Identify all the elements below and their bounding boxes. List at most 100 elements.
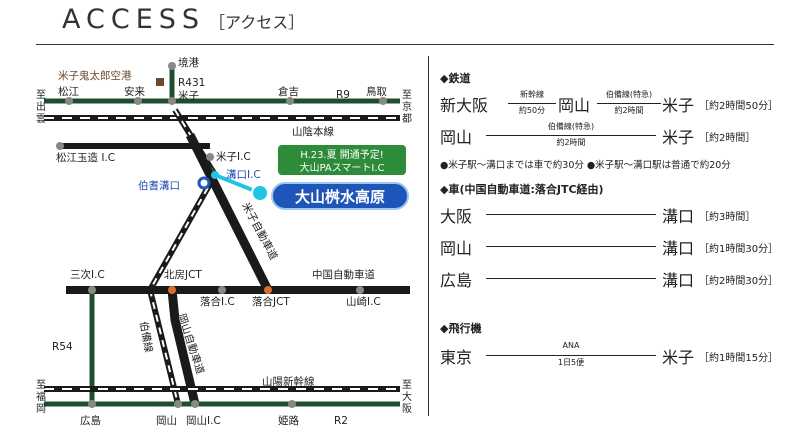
label-yasugi: 安来 <box>124 85 145 98</box>
rail2-bottom: 約2時間 <box>556 138 586 147</box>
car1-to: 溝口 <box>662 207 695 226</box>
label-okayama-ic: 岡山I.C <box>186 415 221 427</box>
car3-time: ［約2時間30分］ <box>699 276 779 287</box>
label-yonago-ic: 米子I.C <box>216 150 251 163</box>
label-hoki-mizoguchi: 伯耆溝口 <box>138 179 180 192</box>
label-kurayoshi: 倉吉 <box>278 85 299 98</box>
car3-from: 広島 <box>440 271 473 290</box>
label-ochiai-jct: 落合JCT <box>252 295 290 308</box>
yamasaki-node <box>356 286 364 294</box>
rail-heading: ◆鉄道 <box>440 72 471 85</box>
destination-box <box>271 182 409 210</box>
car2-from: 岡山 <box>440 239 473 258</box>
okayama-expressway <box>167 289 200 406</box>
rail1-total: ［約2時間50分］ <box>699 101 779 112</box>
label-hakubi-line: 伯備線 <box>137 320 155 354</box>
label-matsue-tamatsukuri: 松江玉造 I.C <box>56 151 115 164</box>
tottori-node <box>379 97 387 105</box>
sakaiminato-node <box>168 62 176 70</box>
car-heading: ◆車(中国自動車道:落合JTC経由) <box>440 183 604 196</box>
car1-line <box>486 214 656 215</box>
rail-route-2: 岡山 伯備線(特急) 約2時間 米子 ［約2時間］ <box>440 122 785 147</box>
kitafusa-node <box>168 286 176 294</box>
label-sanin-line: 山陰本線 <box>292 125 334 138</box>
yonago-node <box>168 97 176 105</box>
destination-label: 大山桝水高原 <box>295 188 385 206</box>
edge-right-top-1: 至 <box>402 89 412 101</box>
matsue-tamatsukuri-node <box>56 142 64 150</box>
label-okayama: 岡山 <box>156 415 177 427</box>
rail2-line <box>486 135 656 136</box>
edge-right-bottom-2: 大 <box>402 390 412 403</box>
edge-right-top-3: 都 <box>402 113 412 125</box>
car-route-osaka: 大阪 溝口 ［約3時間］ <box>440 201 785 226</box>
car3-line <box>486 278 656 279</box>
car2-time: ［約1時間30分］ <box>699 244 779 255</box>
car-route-hiroshima: 広島 溝口 ［約2時間30分］ <box>440 265 785 290</box>
label-ochiai-ic: 落合I.C <box>200 295 235 308</box>
rail1-via: 岡山 <box>558 96 591 115</box>
edge-right-top-2: 京 <box>402 100 412 113</box>
himeji-node <box>288 400 296 408</box>
page-subtitle: ［アクセス］ <box>209 13 305 32</box>
callout-line2: 大山PAスマートI.C <box>299 161 384 174</box>
label-yamasaki: 山崎I.C <box>346 295 381 308</box>
label-kitafusa: 北房JCT <box>164 268 202 281</box>
car2-to: 溝口 <box>662 239 695 258</box>
edge-left-bottom-1: 至 <box>36 379 46 391</box>
miyoshi-node <box>88 286 96 294</box>
label-matsue: 松江 <box>58 85 79 98</box>
air-route: 東京 ANA 1日5便 米子 ［約1時間15分］ <box>440 341 785 367</box>
label-sakaiminato: 境港 <box>178 56 199 69</box>
label-airport: 米子鬼太郎空港 <box>58 69 132 82</box>
label-r431: R431 <box>178 77 205 89</box>
air-heading: ◆飛行機 <box>440 322 482 335</box>
edge-right-bottom-1: 至 <box>402 379 412 391</box>
hoki-mizoguchi-station <box>197 176 211 190</box>
label-mizoguchi-ic: 溝口I.C <box>226 168 261 181</box>
page-title: ACCESS［アクセス］ <box>62 4 305 35</box>
kurayoshi-node <box>286 97 294 105</box>
car2-line <box>486 246 656 247</box>
car3-to: 溝口 <box>662 271 695 290</box>
destination-node <box>251 184 269 202</box>
air-to: 米子 <box>662 348 695 367</box>
rail1-leg1-bottom: 約50分 <box>518 106 546 115</box>
label-r2: R2 <box>334 415 348 427</box>
label-sanyo-shinkansen: 山陽新幹線 <box>262 375 315 388</box>
label-tottori: 鳥取 <box>366 85 387 98</box>
rail1-from: 新大阪 <box>440 96 489 115</box>
label-r9: R9 <box>336 89 350 101</box>
ochiai-jct-node <box>264 286 272 294</box>
rail-note: ●米子駅〜溝口までは車で約30分 ●米子駅〜溝口駅は普通で約20分 <box>440 160 731 171</box>
edge-left-bottom-2: 福 <box>36 390 46 403</box>
rail1-leg2-line <box>597 103 661 104</box>
mizoguchi-ic-node <box>211 171 219 179</box>
label-hiroshima: 広島 <box>80 414 101 427</box>
air-line <box>486 355 656 356</box>
column-divider <box>428 56 429 416</box>
car1-time: ［約3時間］ <box>699 212 756 223</box>
rail1-leg1-line <box>508 103 556 104</box>
callout-box <box>278 145 406 175</box>
air-time: ［約1時間15分］ <box>699 353 779 364</box>
rail2-total: ［約2時間］ <box>699 133 756 144</box>
ochiai-ic-node <box>218 286 226 294</box>
airport-marker <box>156 78 164 86</box>
rail1-leg2-bottom: 約2時間 <box>614 106 644 115</box>
rail2-from: 岡山 <box>440 128 473 147</box>
yonago-ic-node <box>206 153 214 161</box>
yonago-expressway <box>185 132 273 293</box>
label-himeji: 姫路 <box>278 414 299 427</box>
edge-right-bottom-3: 阪 <box>402 402 412 415</box>
rail2-to: 米子 <box>662 128 695 147</box>
edge-left-top-1: 至 <box>36 89 46 101</box>
edge-left-top-2: 出 <box>36 100 46 113</box>
label-r54: R54 <box>52 341 73 353</box>
label-miyoshi: 三次I.C <box>70 268 105 281</box>
edge-left-top-3: 雲 <box>36 113 46 125</box>
edge-left-bottom-3: 岡 <box>36 403 46 415</box>
callout-line1: H.23.夏 開通予定! <box>300 148 384 161</box>
rail1-leg1-top: 新幹線 <box>520 90 544 99</box>
air-top: ANA <box>562 341 580 350</box>
